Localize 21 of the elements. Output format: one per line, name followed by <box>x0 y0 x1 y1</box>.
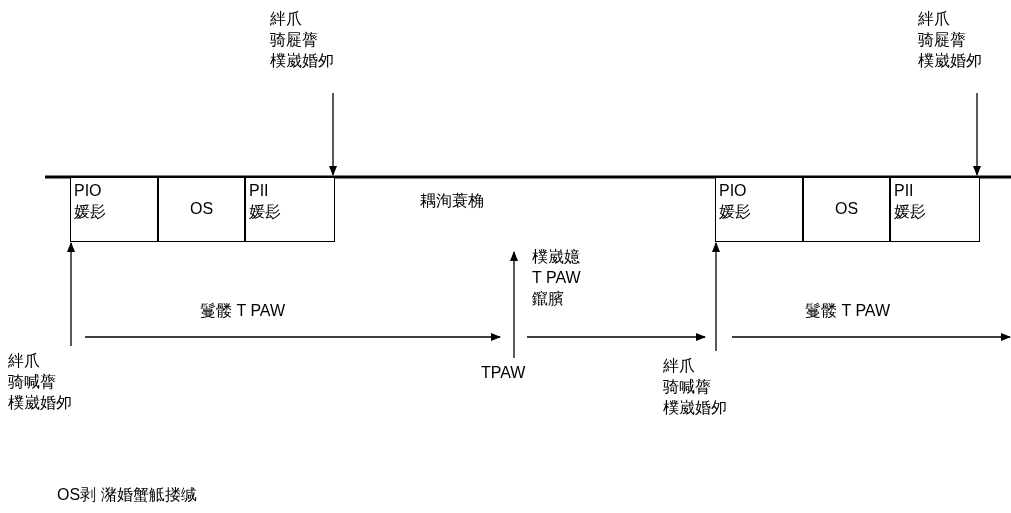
arrow <box>712 242 720 352</box>
arrow <box>329 92 337 176</box>
time-slot-box: PIO 媛髟 <box>715 177 803 242</box>
annotation-text: 絆爪 骑喊膂 樸崴婚夘 <box>663 355 743 418</box>
arrow <box>67 242 75 347</box>
annotation-text: 絆爪 骑屣膂 樸崴婚夘 <box>270 8 350 71</box>
time-slot-box: PII 媛髟 <box>890 177 980 242</box>
time-slot-box: OS <box>158 177 245 242</box>
duration-label: 鬘髅 T PAW <box>805 301 891 321</box>
note-text: 耦洵蓑桷 <box>420 191 484 211</box>
annotation-text: TPAW <box>481 362 545 383</box>
time-slot-box: PIO 媛髟 <box>70 177 158 242</box>
annotation-text: 樸崴嬑 T PAW 鑹臏 <box>532 246 592 309</box>
arrow <box>510 251 518 359</box>
time-slot-box: PII 媛髟 <box>245 177 335 242</box>
annotation-text: 絆爪 骑喊膂 樸崴婚夘 <box>8 350 88 413</box>
duration-label: 鬘髅 T PAW <box>200 301 286 321</box>
annotation-text: 絆爪 骑屣膂 樸崴婚夘 <box>918 8 998 71</box>
note-text: OS剥 潴婚蟹觝搂缄 <box>57 485 197 505</box>
arrow <box>973 92 981 176</box>
time-slot-box: OS <box>803 177 890 242</box>
